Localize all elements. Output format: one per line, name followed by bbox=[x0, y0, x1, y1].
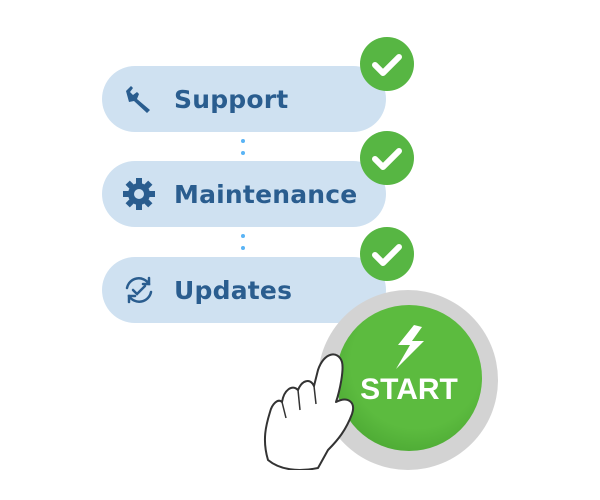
start-label: START bbox=[360, 373, 458, 406]
pointing-hand-icon bbox=[263, 353, 354, 470]
gear-icon bbox=[123, 178, 155, 210]
connector-dots bbox=[241, 139, 245, 163]
start-button[interactable]: START bbox=[318, 290, 498, 470]
wrench-icon bbox=[126, 86, 150, 113]
check-icon bbox=[360, 131, 414, 185]
connector-dots bbox=[241, 234, 245, 258]
step-label: Updates bbox=[174, 275, 293, 305]
step-updates[interactable]: Updates bbox=[102, 257, 386, 323]
check-icon bbox=[360, 37, 414, 91]
step-label: Support bbox=[174, 84, 289, 114]
step-support[interactable]: Support bbox=[102, 66, 386, 132]
refresh-check-icon bbox=[125, 276, 153, 304]
check-icon bbox=[360, 227, 414, 281]
step-label: Maintenance bbox=[174, 179, 358, 209]
step-maintenance[interactable]: Maintenance bbox=[102, 161, 386, 227]
lightning-icon bbox=[396, 325, 424, 369]
